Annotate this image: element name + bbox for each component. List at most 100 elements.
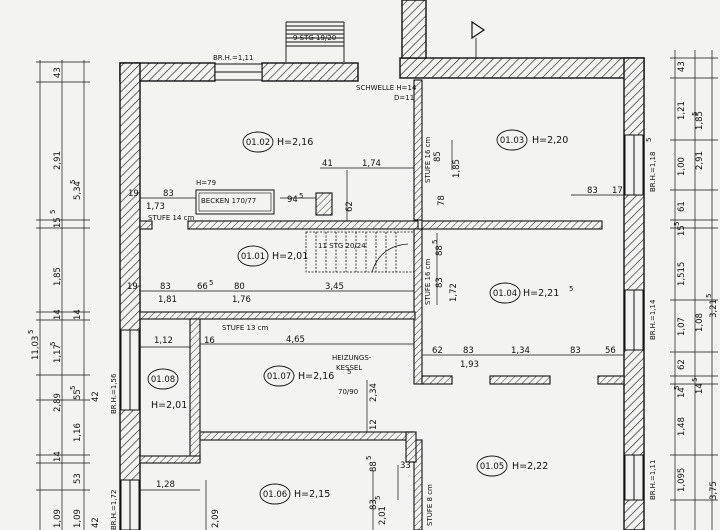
dim-185: 1,85 bbox=[452, 159, 462, 178]
room-height: H=2,15 bbox=[294, 489, 330, 500]
becken-h-label: H=79 bbox=[196, 179, 216, 187]
room-0103: 01.03 H=2,20 bbox=[496, 129, 568, 151]
dim-33: 33 bbox=[400, 461, 411, 471]
ldim: 1,16 bbox=[73, 423, 83, 442]
room-height: H=2,01 bbox=[272, 251, 308, 262]
dim-2015-sup: 5 bbox=[374, 496, 382, 500]
stufe-14-label: STUFE 14 cm bbox=[148, 214, 194, 222]
wall-h1b bbox=[421, 220, 603, 230]
room-id: 01.03 bbox=[500, 136, 524, 146]
dim-78: 78 bbox=[437, 195, 447, 206]
ldim-sup: 5 bbox=[69, 386, 77, 390]
room-0101: 01.01 H=2,01 bbox=[237, 245, 308, 267]
becken-label: BECKEN 170/77 bbox=[201, 197, 256, 205]
dim-176: 1,76 bbox=[232, 295, 251, 305]
ldim-mid: 1,09 bbox=[53, 509, 63, 528]
left-dimension-chain bbox=[36, 60, 90, 530]
ldim-outer-sup: 5 bbox=[27, 330, 35, 334]
dim-19: 19 bbox=[128, 189, 139, 199]
dim-885: 88 bbox=[435, 245, 445, 256]
dim-83b: 83 bbox=[587, 186, 598, 196]
room-height: H=2,22 bbox=[512, 461, 548, 472]
wall-top-right bbox=[399, 57, 645, 79]
inner-walls bbox=[139, 79, 625, 530]
ldim-mid-sup: 5 bbox=[69, 180, 77, 184]
ldim: 1,17 bbox=[53, 344, 63, 363]
notes: 9 STG 19/20 11 STG 20/24 BR.H.=1,11 SCHW… bbox=[110, 34, 657, 530]
ldim-sup: 5 bbox=[49, 210, 57, 214]
dim-83c: 83 bbox=[435, 277, 445, 288]
brh-114-label: BR.H.=1,14 bbox=[649, 299, 657, 340]
dim-855: 85 bbox=[433, 151, 443, 162]
rdim: 43 bbox=[677, 61, 687, 72]
ldim: 15 bbox=[53, 217, 63, 228]
schwelle-d-label: D=11 bbox=[394, 94, 414, 102]
heizung-label: HEIZUNGS- bbox=[332, 354, 372, 362]
wall-top-mid bbox=[261, 62, 359, 82]
ldim-extra: 42 bbox=[91, 517, 101, 528]
ldim: 53 bbox=[73, 473, 83, 484]
dim-465: 4,65 bbox=[286, 335, 305, 345]
room-labels: 01.02 H=2,16 01.03 H=2,20 01.01 H=2,01 0… bbox=[147, 129, 573, 505]
room-id: 01.06 bbox=[263, 490, 287, 500]
rdim: 1,48 bbox=[677, 417, 687, 436]
dimension-texts: 41 1,74 83 1,73 19 94 5 62 78 88 5 83 17… bbox=[127, 151, 623, 528]
dim-885b: 88 bbox=[369, 461, 379, 472]
room-0105: 01.05 H=2,22 bbox=[476, 455, 548, 477]
wall-v3 bbox=[413, 439, 423, 530]
rdim-mid: 3,75 bbox=[709, 481, 719, 500]
dim-56: 56 bbox=[605, 346, 616, 356]
brh-top-label: BR.H.=1,11 bbox=[213, 54, 253, 62]
dim-83g: 83 bbox=[369, 499, 379, 510]
brh-1185-sup: 5 bbox=[645, 138, 653, 142]
room-id: 01.05 bbox=[480, 462, 504, 472]
rdim: 1,07 bbox=[677, 317, 687, 336]
dim-945-sup: 5 bbox=[299, 192, 303, 200]
dim-12: 12 bbox=[369, 419, 379, 430]
dim-112: 1,12 bbox=[154, 336, 173, 346]
interior-stair bbox=[305, 231, 415, 273]
dim-665: 66 bbox=[197, 282, 208, 292]
room-0102: 01.02 H=2,16 bbox=[242, 131, 313, 153]
ldim: 55 bbox=[73, 389, 83, 400]
rdim: 1,21 bbox=[677, 101, 687, 120]
rdim-mid: 3,21 bbox=[709, 299, 719, 318]
stair-top-label: 9 STG 19/20 bbox=[293, 34, 336, 42]
stufe-8-label: STUFE 8 cm bbox=[426, 484, 434, 526]
dim-345: 3,45 bbox=[325, 282, 344, 292]
rdim: 14 bbox=[677, 387, 687, 398]
dim-16: 16 bbox=[204, 336, 215, 346]
triangle-marker bbox=[471, 20, 486, 40]
wall-v1 bbox=[413, 79, 423, 221]
dim-193: 1,93 bbox=[460, 360, 479, 370]
dim-62b: 62 bbox=[432, 346, 443, 356]
wall-v2 bbox=[413, 228, 423, 385]
basin bbox=[195, 189, 275, 215]
dim-134: 1,34 bbox=[511, 346, 530, 356]
dim-19b: 19 bbox=[127, 282, 138, 292]
ldim: 1,85 bbox=[53, 267, 63, 286]
dim-83d: 83 bbox=[160, 282, 171, 292]
right-dimension-chain bbox=[670, 50, 718, 530]
rdim: 15 bbox=[677, 225, 687, 236]
room-0104: 01.04 H=2,21 5 bbox=[489, 282, 573, 304]
ldim: 14 bbox=[53, 451, 63, 462]
room-id: 01.07 bbox=[267, 372, 291, 382]
stair-mid-label: 11 STG 20/24 bbox=[318, 242, 366, 250]
rdim: 1,00 bbox=[677, 157, 687, 176]
wall-chimney bbox=[401, 0, 427, 59]
rdim-mid-sup: 5 bbox=[691, 378, 699, 382]
room-0108: 01.08 H=2,01 bbox=[147, 368, 187, 411]
dim-83e: 83 bbox=[463, 346, 474, 356]
ldim-mid: 2,89 bbox=[53, 393, 63, 412]
ldim-mid: 14 bbox=[73, 309, 83, 320]
room-height-sup: 5 bbox=[347, 368, 351, 376]
top-stair bbox=[285, 21, 345, 62]
left-dim-labels: 43 2,91 15 1,85 14 1,17 55 1,16 14 53 1,… bbox=[27, 67, 101, 528]
room-id: 01.01 bbox=[241, 252, 265, 262]
rdim-mid: 1,08 bbox=[695, 313, 705, 332]
rdim-mid-sup: 5 bbox=[705, 294, 713, 298]
dim-2015: 2,01 bbox=[378, 506, 388, 525]
